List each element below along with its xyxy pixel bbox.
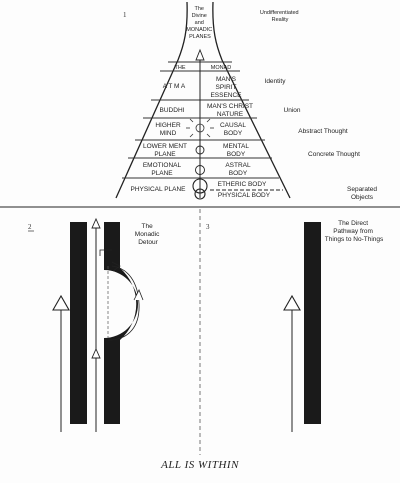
plane-emotional-plane: PLANE <box>151 170 173 177</box>
center-bottom-arrow-icon <box>91 347 101 359</box>
pyramid-figure: 1 <box>115 1 378 201</box>
body-spirit: SPIRIT <box>216 84 237 91</box>
center-top-arrow-icon <box>91 217 101 229</box>
axis-arrow-icon <box>195 48 205 61</box>
body-mental-body: BODY <box>227 151 246 158</box>
figure-number-1: 1 <box>123 11 127 19</box>
body-labels: MONAD MAN'S SPIRIT ESSENCE MAN'S CHRIST … <box>207 65 271 199</box>
body-etheric: ETHERIC BODY <box>218 181 267 188</box>
side-identity: Identity <box>265 78 287 85</box>
plane-mind: MIND <box>160 130 177 137</box>
direct-pathway-figure: 3 The Direct Pathway from Things to No-T… <box>206 220 384 432</box>
left-pillar <box>70 222 87 424</box>
etheric-circle-icon <box>192 178 208 194</box>
plane-emotional: EMOTIONAL <box>143 162 182 169</box>
plane-physical: PHYSICAL PLANE <box>130 186 186 193</box>
plane-lower-plane: PLANE <box>154 151 176 158</box>
undifferentiated-reality-label: Undifferentiated Reality <box>260 10 300 23</box>
body-causal-body: BODY <box>224 130 243 137</box>
causal-burst-icon <box>186 117 214 139</box>
physical-circle-icon <box>194 188 206 200</box>
astral-circle-icon <box>195 165 205 175</box>
body-essence: ESSENCE <box>210 92 242 99</box>
side-abstract-thought: Abstract Thought <box>298 128 348 135</box>
side-labels: Identity Union Abstract Thought Concrete… <box>265 78 378 201</box>
detour-loop-path <box>107 265 140 341</box>
loop-right-arrow-icon <box>133 289 144 301</box>
figure-number-3: 3 <box>206 223 210 231</box>
direct-pathway-label: The Direct Pathway from Things to No-Thi… <box>325 220 384 243</box>
body-mental: MENTAL <box>223 143 249 150</box>
body-mans: MAN'S <box>216 76 237 83</box>
side-objects: Objects <box>351 194 374 201</box>
plane-labels: THE A T M A BUDDHI HIGHER MIND LOWER MEN… <box>130 65 187 193</box>
body-astral: ASTRAL <box>225 162 251 169</box>
loop-top-arrow-icon <box>111 261 121 272</box>
body-physical: PHYSICAL BODY <box>218 192 271 199</box>
side-union: Union <box>284 107 301 114</box>
monadic-detour-label: The Monadic Detour <box>135 223 161 246</box>
plane-atma: A T M A <box>163 83 186 90</box>
body-causal: CAUSAL <box>220 122 246 129</box>
monadic-detour-figure: 2 The Monadic Detour <box>28 217 161 432</box>
plane-higher: HIGHER <box>155 122 181 129</box>
pyramid-right-edge <box>212 1 291 199</box>
left-up-arrow-icon <box>52 294 70 311</box>
body-monad: MONAD <box>211 65 232 71</box>
side-concrete-thought: Concrete Thought <box>308 151 360 158</box>
pyramid-left-edge <box>115 1 188 199</box>
body-astral-body: BODY <box>229 170 248 177</box>
plane-lower-ment: LOWER MENT <box>143 143 187 150</box>
plane-the: THE <box>175 65 186 71</box>
apex-label: The Divine and MONADIC PLANES <box>186 6 214 40</box>
footer-title: ALL IS WITHIN <box>161 459 239 471</box>
direct-up-arrow-icon <box>283 294 301 311</box>
plane-buddhi: BUDDHI <box>160 107 185 114</box>
body-nature: NATURE <box>217 111 244 118</box>
detour-pillar <box>104 222 138 424</box>
direct-pillar <box>304 222 321 424</box>
side-separated: Separated <box>347 186 377 193</box>
body-mans-christ: MAN'S CHRIST <box>207 103 253 110</box>
figure-number-2: 2 <box>28 223 32 231</box>
mental-circle-icon <box>195 145 205 155</box>
